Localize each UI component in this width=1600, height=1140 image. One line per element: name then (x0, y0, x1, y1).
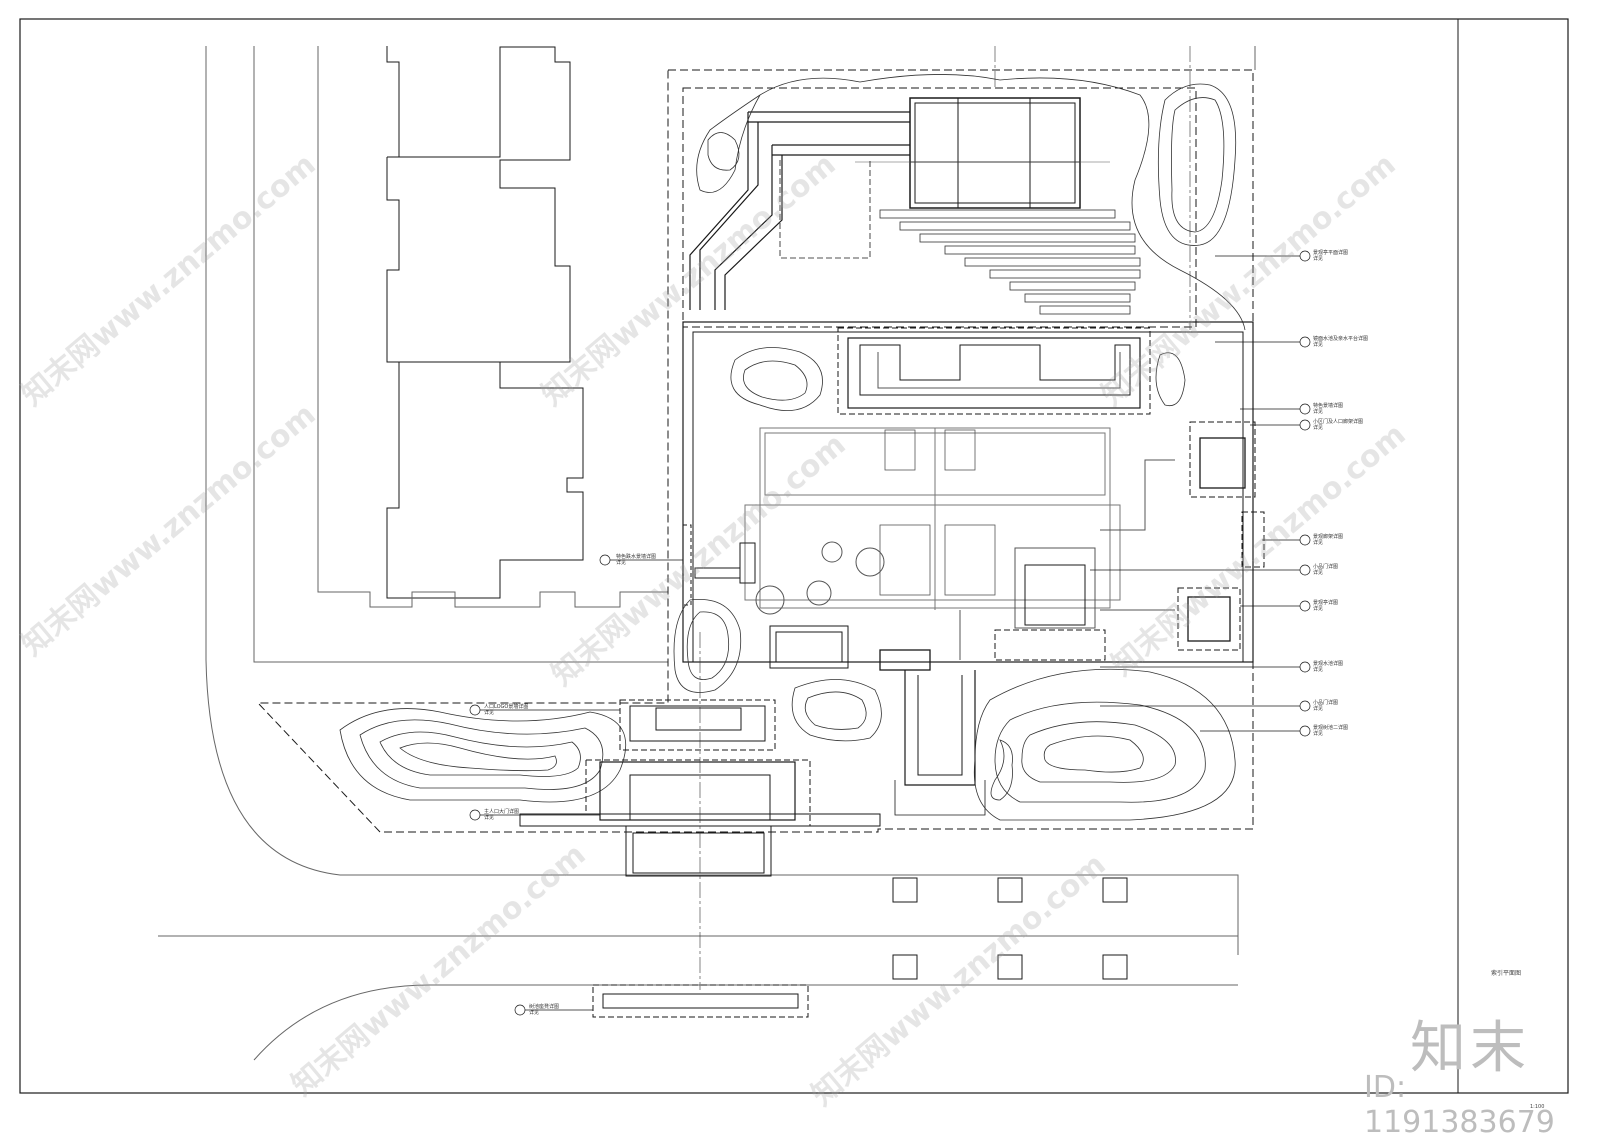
callout-label: 小品门详图详见 (1313, 700, 1339, 712)
stone-steps (879, 209, 1141, 315)
neighbour-building (386, 46, 584, 599)
entry-plaza (769, 625, 849, 669)
south-lawn-west (339, 708, 627, 803)
main-gate (599, 761, 796, 821)
callout-label: 镜面水池及亲水平台详图详见 (1313, 336, 1369, 348)
drawing-scale: 1:100 (1530, 1104, 1545, 1110)
north-pavilion (909, 97, 1081, 209)
site-boundary-dashed (256, 69, 1254, 833)
callout-label: 小品门详图详见 (1313, 564, 1339, 576)
reflecting-pool (837, 327, 1151, 415)
brand-logo: 知末 (1410, 1016, 1530, 1081)
callout-markers (469, 250, 1311, 1016)
callout-label: 景观亭平面详图详见 (1313, 250, 1349, 262)
callout-label: 人口LOGO景墙详图详见 (484, 704, 529, 716)
callout-label: 小区门及人口廊架详图详见 (1313, 419, 1364, 431)
drawing-title: 索引平面图 (1491, 970, 1522, 977)
tree-pool-bench (592, 984, 809, 1018)
kidney-pond-left (730, 347, 823, 411)
sheet-border (19, 18, 1569, 1094)
east-pergola-upper (1189, 421, 1256, 498)
road-edge-left (205, 46, 1239, 955)
callout-label: 景观廊架详图详见 (1313, 534, 1344, 546)
south-lawn-east (973, 668, 1236, 821)
callout-label: 主人口大门详图详见 (484, 809, 520, 821)
logo-wall (619, 699, 776, 751)
callout-label: 景观亭详图详见 (1313, 600, 1339, 612)
callout-label: 树池座凳详图详见 (529, 1004, 560, 1016)
callout-label: 特色景墙详图详见 (1313, 403, 1344, 415)
callout-label: 特色跌水景墙详图详见 (616, 554, 657, 566)
document-id: ID: 1191383679 (1364, 1070, 1555, 1140)
lawn-north (696, 74, 1246, 331)
callout-label: 景观树池二详图详见 (1313, 725, 1349, 737)
callout-label: 景观水池详图详见 (1313, 661, 1344, 673)
east-pergola-lower (1177, 587, 1241, 651)
pergola-walkway (689, 111, 910, 310)
